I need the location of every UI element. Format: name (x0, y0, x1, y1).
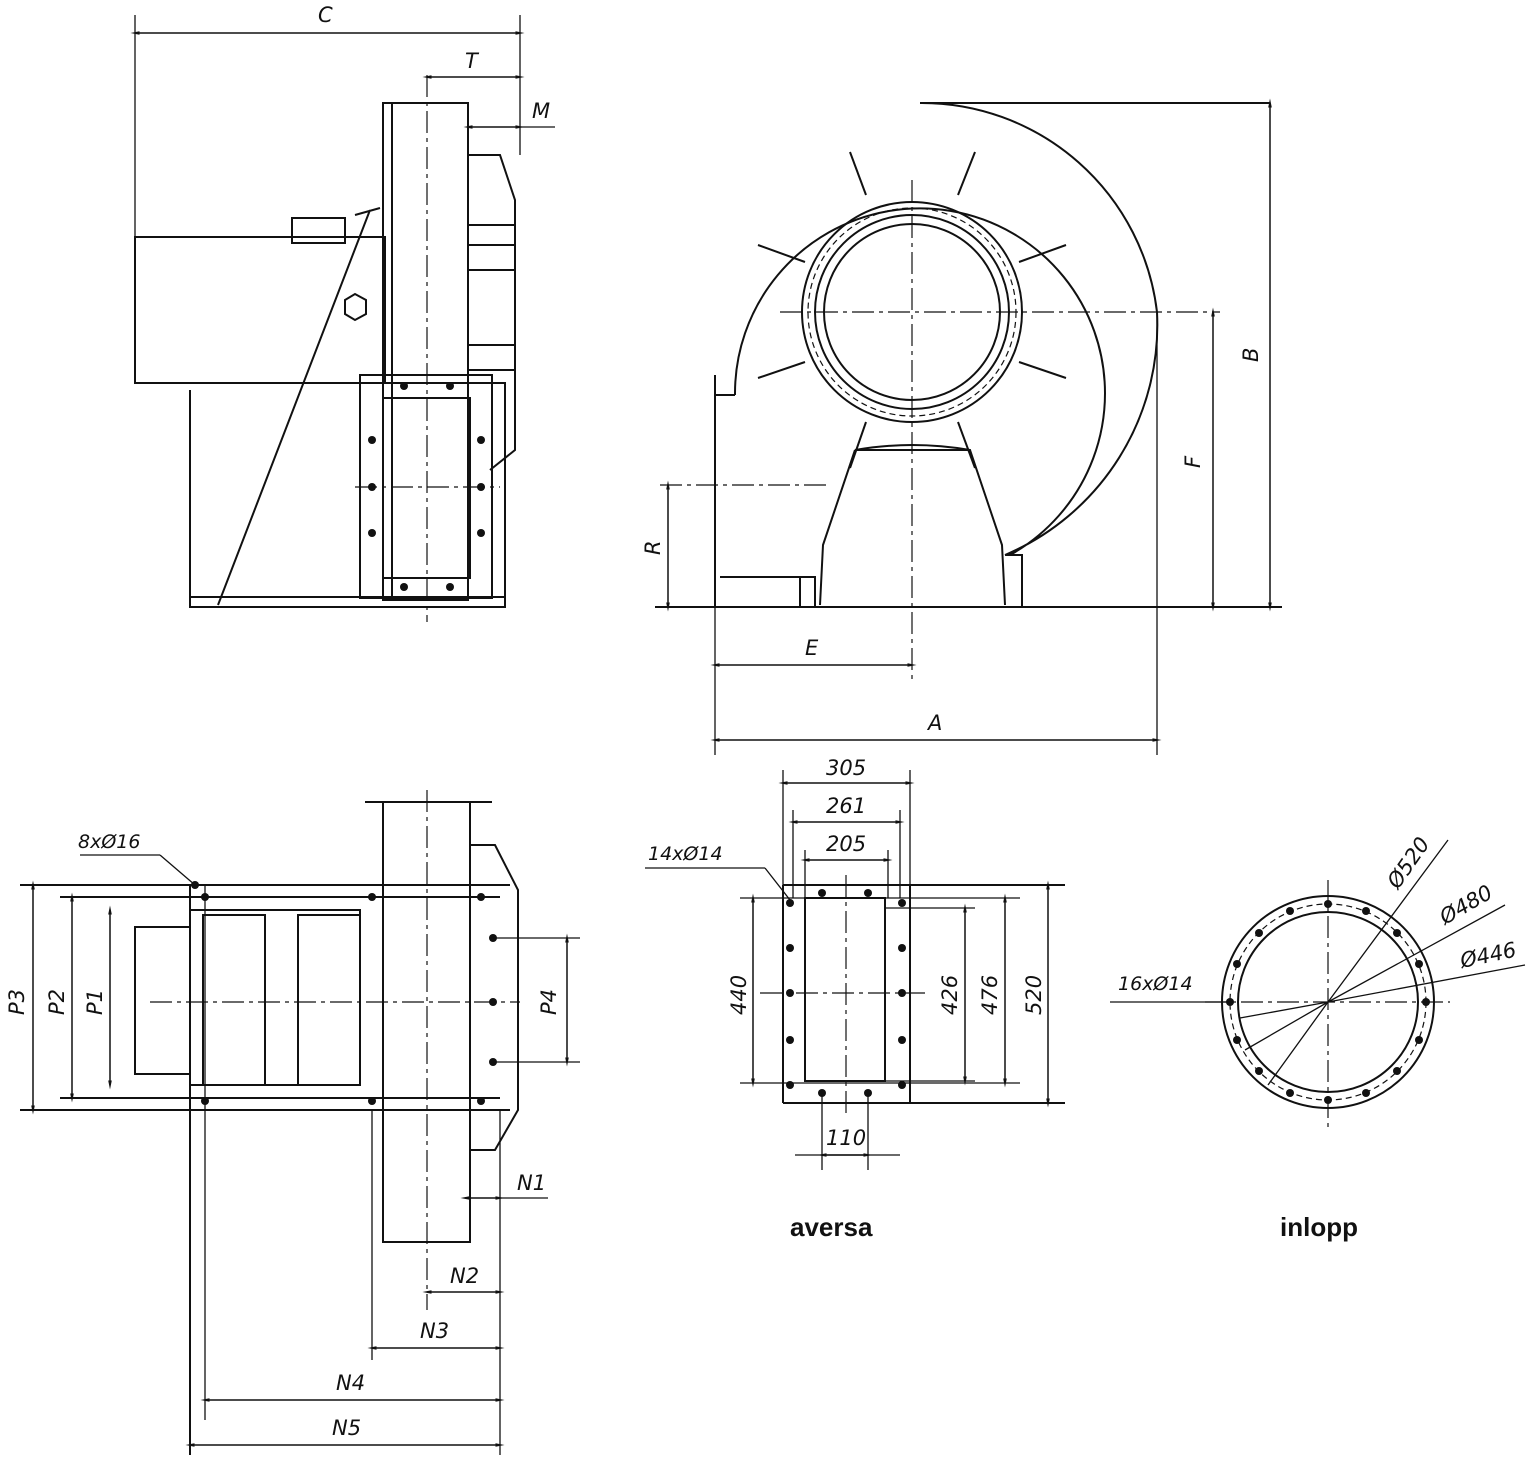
dim-n2-label: N2 (450, 1264, 479, 1288)
dim-a-label: A (926, 711, 942, 735)
dim-205-label: 205 (826, 832, 866, 856)
dim-261-label: 261 (826, 794, 866, 818)
dim-m-label: M (532, 99, 550, 123)
motor (134, 236, 386, 384)
dim-c-label: C (318, 3, 333, 27)
dim-476-label: 476 (978, 975, 1002, 1015)
dim-n5-label: N5 (332, 1416, 361, 1440)
fan-housing (382, 102, 469, 601)
side-view: C T M (130, 3, 555, 622)
dim-426-label: 426 (938, 975, 962, 1015)
dim-b-label: B (1239, 348, 1263, 362)
outlet-flange-detail: 305 261 205 14xØ14 440 426 476 520 110 a… (645, 756, 1065, 1242)
dia-480-label: Ø480 (1435, 880, 1497, 930)
inlet-flange-detail: 16xØ14 Ø520 Ø480 Ø446 inlopp (1110, 833, 1526, 1242)
holes-14x14-label: 14xØ14 (648, 843, 723, 865)
holes-16x14-label: 16xØ14 (1118, 973, 1193, 995)
dim-e-label: E (805, 636, 819, 660)
dim-r-label: R (641, 540, 665, 555)
dim-305-label: 305 (826, 756, 866, 780)
dim-440-label: 440 (727, 975, 751, 1015)
dim-f-label: F (1181, 455, 1205, 468)
fan-blades (757, 151, 1067, 469)
front-view: B F R E A (641, 98, 1282, 755)
inlet-flange-title: inlopp (1280, 1212, 1358, 1242)
dim-n4-label: N4 (336, 1371, 365, 1395)
dim-p1-label: P1 (83, 989, 107, 1015)
dim-p2-label: P2 (45, 989, 69, 1015)
dim-p3-label: P3 (5, 989, 29, 1015)
dim-110-label: 110 (826, 1126, 866, 1150)
holes-8x16-label: 8xØ16 (78, 831, 140, 853)
dim-520-label: 520 (1022, 975, 1046, 1015)
dim-n1-label: N1 (517, 1171, 546, 1195)
dim-p4-label: P4 (537, 989, 561, 1015)
top-view: 8xØ16 P3 P2 P1 P4 N1 N2 N3 N4 N5 (5, 790, 580, 1455)
dia-520-label: Ø520 (1382, 833, 1435, 894)
dim-n3-label: N3 (420, 1319, 449, 1343)
dim-t-label: T (465, 49, 480, 73)
outlet-flange-title: aversa (790, 1212, 873, 1242)
